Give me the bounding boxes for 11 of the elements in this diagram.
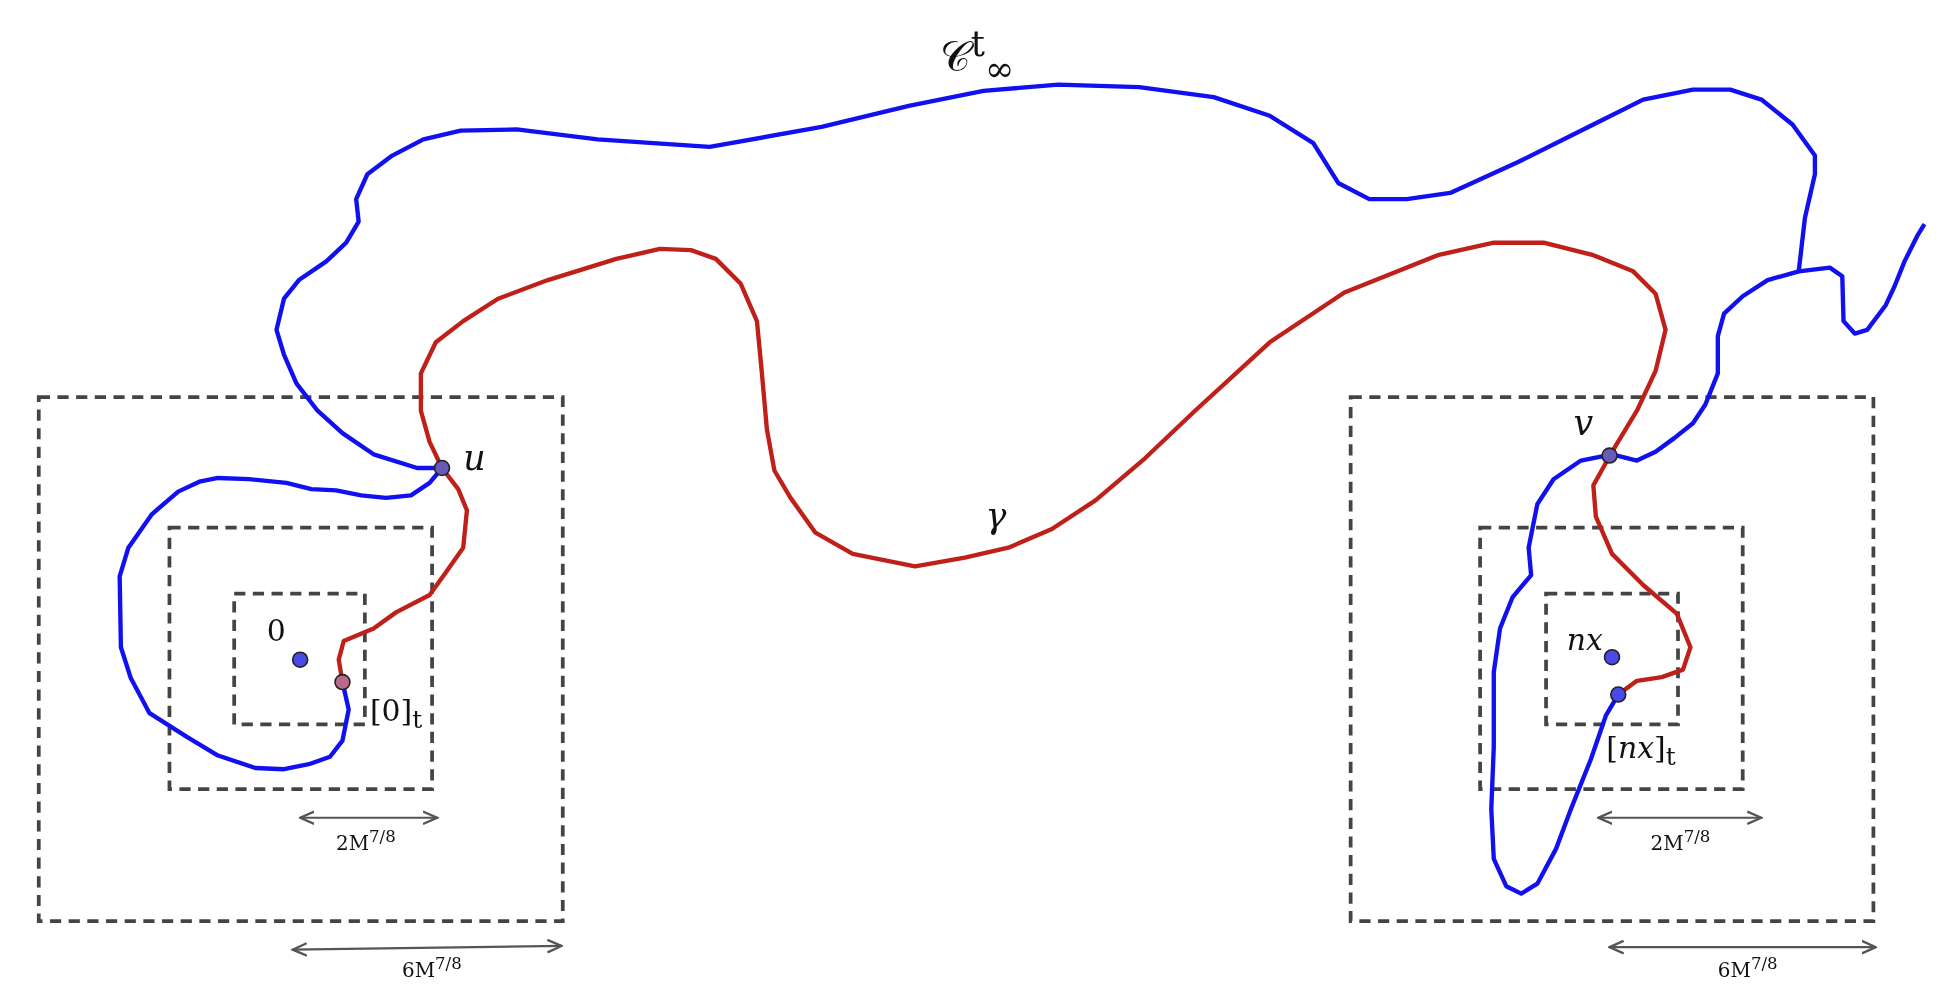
point-label: [nx]$_{t}$	[1606, 733, 1676, 771]
dimension-label: 6M$^{7/8}$	[1717, 956, 1778, 981]
point-label: u	[463, 440, 486, 476]
point-label: [0]$_{t}$	[369, 696, 423, 733]
dimension-label: 2M$^{7/8}$	[336, 829, 396, 854]
point-label: 0	[266, 616, 286, 647]
dimension-label: 2M$^{7/8}$	[1650, 829, 1711, 854]
point-label: v	[1573, 405, 1594, 441]
curve-label: γ	[985, 499, 1007, 534]
dimension-label: 6M$^{7/8}$	[401, 956, 462, 981]
point-label: nx	[1566, 624, 1603, 655]
